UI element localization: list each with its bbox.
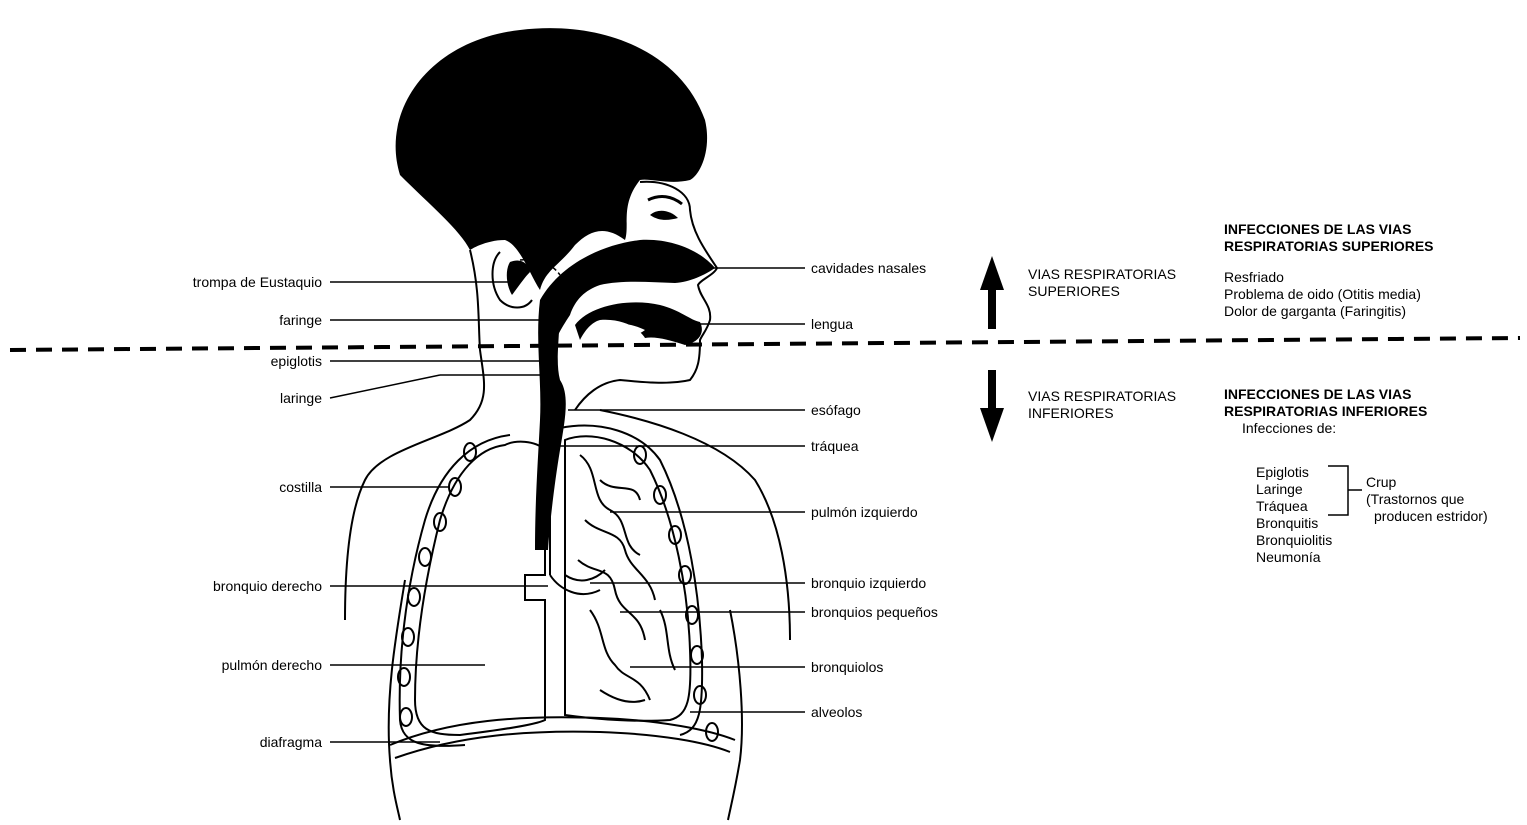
zone-upper-line1: VIAS RESPIRATORIAS [1028, 266, 1176, 283]
upper-infections-title-2: RESPIRATORIAS SUPERIORES [1224, 238, 1434, 255]
label-diaphragm: diafragma [260, 734, 322, 750]
leader-lines-left [330, 282, 548, 742]
lower-infection-item: Bronquitis [1256, 515, 1332, 532]
eyebrow-shape [648, 197, 682, 204]
zone-upper-line2: SUPERIORES [1028, 283, 1176, 300]
label-larynx: laringe [280, 390, 322, 406]
croup-desc-1: (Trastornos que [1366, 491, 1488, 508]
lower-infections-list: Epiglotis Laringe Tráquea Bronquitis Bro… [1256, 464, 1332, 566]
label-trachea: tráquea [811, 438, 858, 454]
right-lung-outer [400, 435, 510, 746]
label-esophagus: esófago [811, 402, 861, 418]
upper-infections-title-1: INFECCIONES DE LAS VIAS [1224, 221, 1434, 238]
label-right-bronchus: bronquio derecho [213, 578, 322, 594]
right-lung-shape [415, 442, 545, 735]
label-alveoli: alveolos [811, 704, 862, 720]
lower-infections-title-2: RESPIRATORIAS INFERIORES [1224, 403, 1427, 420]
lower-infections-subtitle: Infecciones de: [1242, 420, 1427, 437]
tongue-shape [588, 324, 645, 345]
left-lung-shape [565, 436, 690, 721]
lower-infection-item: Bronquiolitis [1256, 532, 1332, 549]
lower-infection-item: Laringe [1256, 481, 1332, 498]
division-dashed-line [10, 338, 1520, 350]
label-bronchioles: bronquiolos [811, 659, 883, 675]
lower-infection-item: Neumonía [1256, 549, 1332, 566]
upper-infections-list: Resfriado Problema de oido (Otitis media… [1224, 269, 1434, 320]
label-left-bronchus: bronquio izquierdo [811, 575, 926, 591]
trachea-shape [550, 450, 605, 594]
label-left-lung: pulmón izquierdo [811, 504, 918, 520]
label-small-bronchi: bronquios pequeños [811, 604, 938, 620]
shoulder-right-outline [600, 410, 790, 640]
upward-arrow-icon [980, 256, 1004, 329]
upper-infection-item: Problema de oido (Otitis media) [1224, 286, 1434, 303]
label-pharynx: faringe [279, 312, 322, 328]
upper-infection-item: Resfriado [1224, 269, 1434, 286]
upper-infections-panel: INFECCIONES DE LAS VIAS RESPIRATORIAS SU… [1224, 221, 1434, 320]
croup-title: Crup [1366, 474, 1488, 491]
ear-inner-shape [507, 260, 530, 295]
lower-infection-item: Tráquea [1256, 498, 1332, 515]
label-eustachian-tube: trompa de Eustaquio [193, 274, 322, 290]
downward-arrow-icon [980, 370, 1004, 442]
croup-bracket [1328, 466, 1362, 515]
diaphragm-shape [390, 717, 735, 758]
lower-infection-item: Epiglotis [1256, 464, 1332, 481]
label-nasal-cavities: cavidades nasales [811, 260, 926, 276]
zone-lower-line1: VIAS RESPIRATORIAS [1028, 388, 1176, 405]
label-tongue: lengua [811, 316, 853, 332]
lower-infections-title-1: INFECCIONES DE LAS VIAS [1224, 386, 1427, 403]
eye-shape [650, 211, 678, 220]
zone-lower-label: VIAS RESPIRATORIAS INFERIORES [1028, 388, 1176, 422]
label-right-lung: pulmón derecho [222, 657, 322, 673]
label-rib: costilla [279, 479, 322, 495]
zone-lower-line2: INFERIORES [1028, 405, 1176, 422]
lower-infections-panel: INFECCIONES DE LAS VIAS RESPIRATORIAS IN… [1224, 386, 1427, 437]
upper-infection-item: Dolor de garganta (Faringitis) [1224, 303, 1434, 320]
croup-note: Crup (Trastornos que producen estridor) [1366, 474, 1488, 525]
label-epiglottis: epiglotis [271, 353, 322, 369]
zone-upper-label: VIAS RESPIRATORIAS SUPERIORES [1028, 266, 1176, 300]
croup-desc-2: producen estridor) [1374, 508, 1488, 525]
